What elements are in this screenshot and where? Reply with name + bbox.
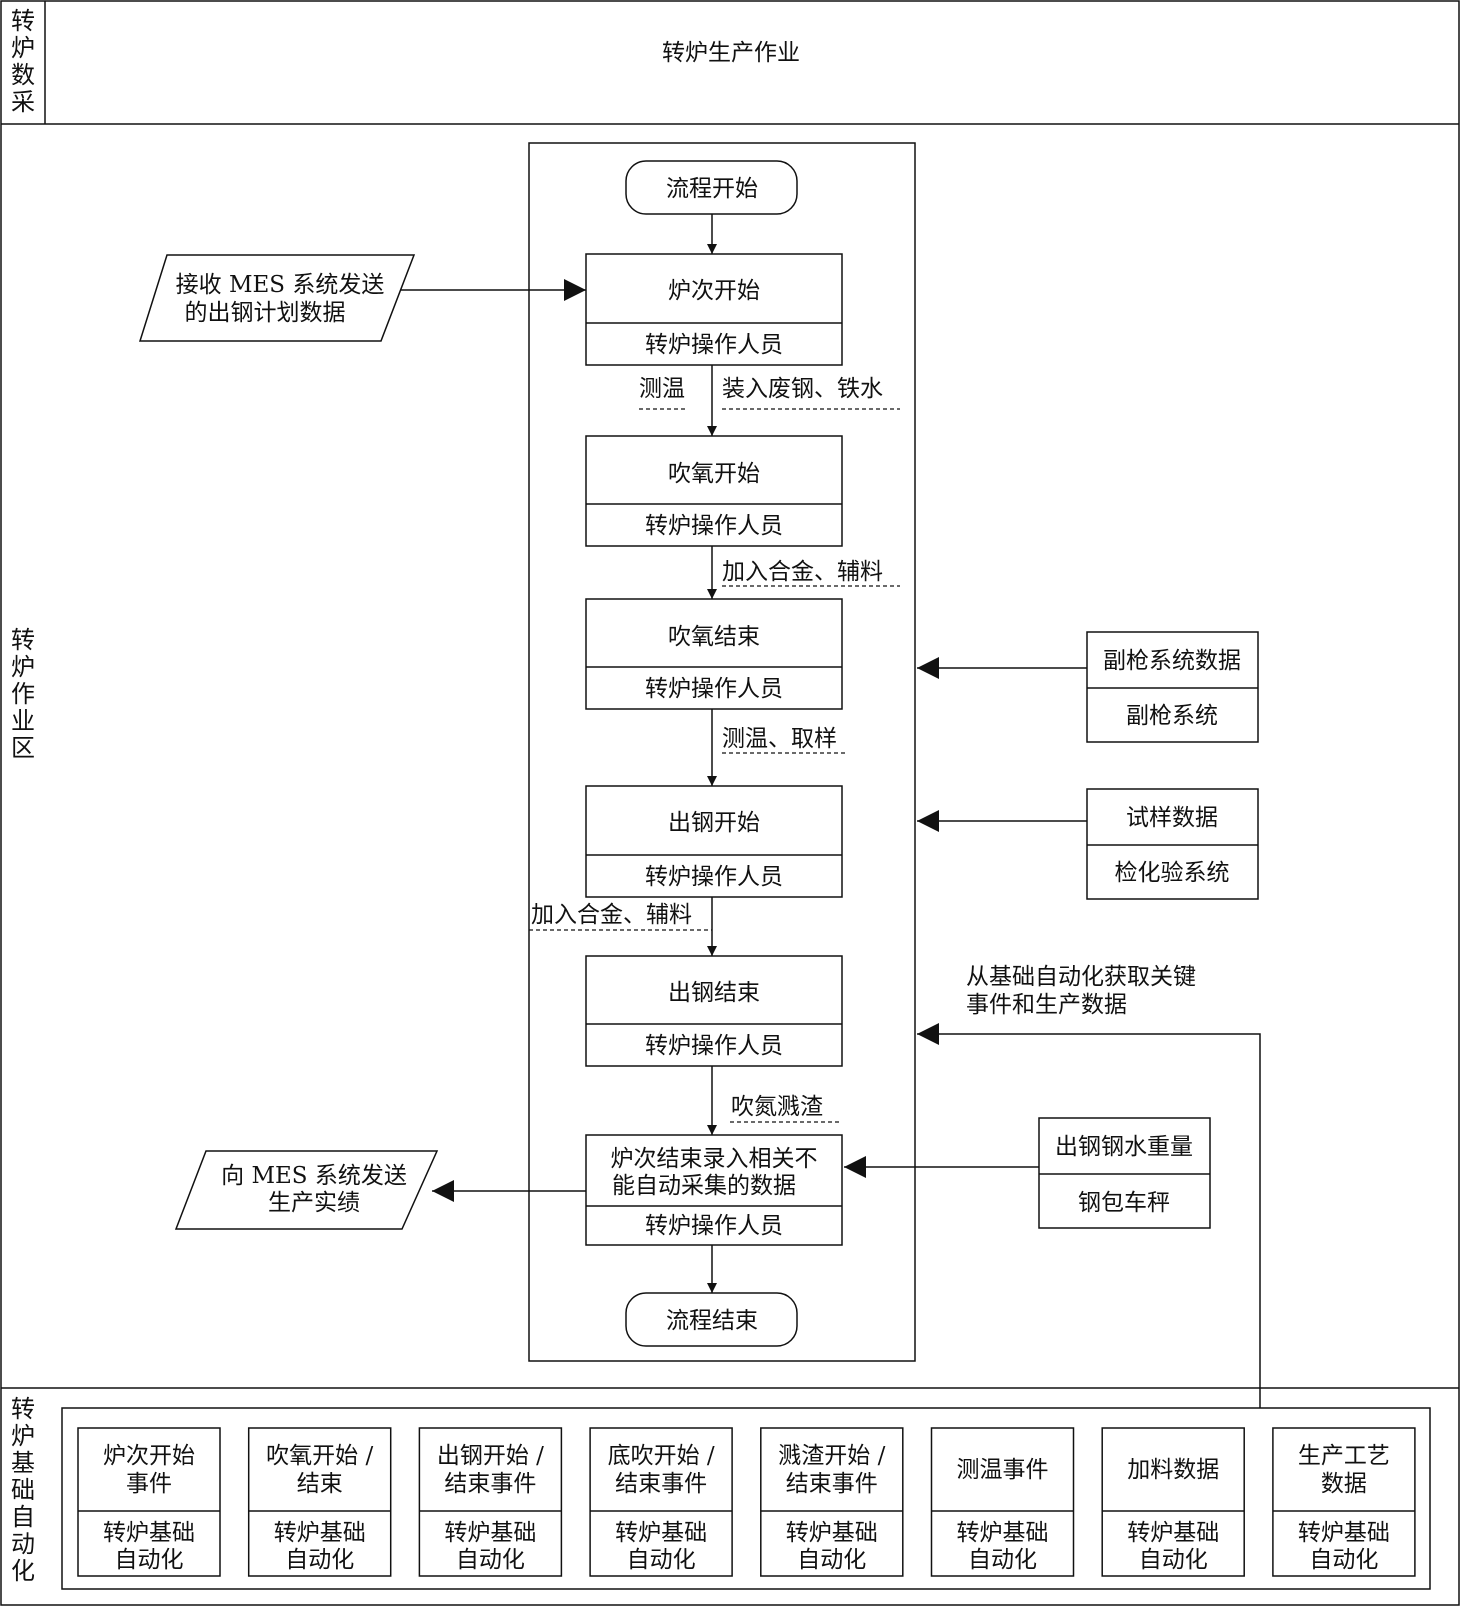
step-title: 出钢结束 — [668, 980, 760, 1006]
automation-note: 事件和生产数据 — [966, 992, 1127, 1018]
automation-item-title: 溅渣开始 / — [778, 1443, 885, 1469]
step-role: 转炉操作人员 — [645, 676, 783, 702]
step-role: 转炉操作人员 — [645, 864, 783, 890]
automation-item-title: 吹氧开始 / — [266, 1443, 373, 1469]
step-title: 炉次结束录入相关不 — [611, 1146, 818, 1172]
step-blow-start — [585, 435, 843, 547]
step-heat-end-entry — [585, 1134, 843, 1246]
lane-label-data: 转炉数采 — [11, 7, 35, 116]
step-title: 出钢开始 — [668, 810, 760, 836]
ext-sample-data: 试样数据 — [1126, 805, 1218, 831]
automation-item-title: 结束事件 — [444, 1471, 536, 1497]
step-title: 能自动采集的数据 — [612, 1173, 796, 1199]
automation-item-source: 自动化 — [115, 1547, 184, 1573]
annotation-charge: 装入废钢、铁水 — [722, 376, 883, 402]
annotation-alloy-1: 加入合金、辅料 — [722, 559, 883, 585]
automation-item-source: 自动化 — [627, 1547, 696, 1573]
step-title: 炉次开始 — [668, 278, 760, 304]
automation-item-source: 转炉基础 — [786, 1520, 878, 1546]
flow-start-label: 流程开始 — [666, 176, 758, 202]
ext-weight — [1038, 1117, 1211, 1229]
annotation-alloy-2: 加入合金、辅料 — [531, 902, 692, 928]
automation-item-title: 结束 — [297, 1471, 343, 1497]
ext-sublance-data: 副枪系统数据 — [1103, 648, 1241, 674]
automation-item-source: 转炉基础 — [1298, 1520, 1390, 1546]
automation-note: 从基础自动化获取关键 — [966, 964, 1196, 990]
step-role: 转炉操作人员 — [645, 1213, 783, 1239]
io-send-results — [174, 1150, 439, 1230]
step-title: 吹氧开始 — [668, 461, 760, 487]
step-role: 转炉操作人员 — [645, 513, 783, 539]
automation-item-title: 底吹开始 / — [608, 1443, 715, 1469]
step-tap-end — [585, 955, 843, 1067]
annotation-temp: 测温 — [639, 376, 685, 402]
ext-sample-system: 检化验系统 — [1115, 860, 1230, 886]
automation-item-title: 测温事件 — [957, 1457, 1049, 1483]
io-receive-plan — [138, 254, 416, 342]
automation-item-source: 转炉基础 — [1127, 1520, 1219, 1546]
automation-item-title: 炉次开始 — [103, 1443, 195, 1469]
ext-weight-data: 出钢钢水重量 — [1055, 1134, 1193, 1160]
automation-item-source: 转炉基础 — [615, 1520, 707, 1546]
automation-item-title: 结束事件 — [786, 1471, 878, 1497]
step-blow-end — [585, 598, 843, 710]
annotation-argon: 吹氮溅渣 — [731, 1094, 823, 1120]
annotation-temp-sample: 测温、取样 — [722, 726, 837, 752]
io-receive-text: 的出钢计划数据 — [185, 300, 346, 326]
automation-item-title: 出钢开始 / — [437, 1443, 544, 1469]
automation-container — [61, 1407, 1431, 1590]
flow-end-label: 流程结束 — [666, 1308, 758, 1334]
ext-sublance-system: 副枪系统 — [1126, 703, 1218, 729]
automation-item-source: 转炉基础 — [444, 1520, 536, 1546]
automation-item-source: 自动化 — [968, 1547, 1037, 1573]
automation-item-title: 生产工艺 — [1298, 1443, 1390, 1469]
step-heat-start — [585, 253, 843, 366]
lane-label-area: 转炉作业区 — [11, 626, 35, 762]
page-title: 转炉生产作业 — [662, 40, 800, 66]
automation-item-source: 自动化 — [797, 1547, 866, 1573]
automation-item-source: 转炉基础 — [274, 1520, 366, 1546]
automation-item-source: 自动化 — [456, 1547, 525, 1573]
step-role: 转炉操作人员 — [645, 332, 783, 358]
step-title: 吹氧结束 — [668, 624, 760, 650]
ext-weight-system: 钢包车秤 — [1078, 1190, 1170, 1216]
automation-item-title: 数据 — [1321, 1471, 1367, 1497]
process-container — [528, 142, 916, 1362]
lane-label-automation: 转炉基础自动化 — [11, 1395, 35, 1585]
ext-sublance — [1086, 631, 1259, 743]
automation-item-source: 自动化 — [1139, 1547, 1208, 1573]
automation-item-source: 转炉基础 — [103, 1520, 195, 1546]
automation-item-source: 自动化 — [285, 1547, 354, 1573]
io-send-text: 生产实绩 — [268, 1190, 360, 1216]
step-tap-start — [585, 785, 843, 898]
automation-item-source: 转炉基础 — [957, 1520, 1049, 1546]
ext-sample — [1086, 788, 1259, 900]
automation-item-title: 结束事件 — [615, 1471, 707, 1497]
automation-item-title: 事件 — [126, 1471, 172, 1497]
io-receive-text: 接收 MES 系统发送 — [176, 272, 385, 298]
io-send-text: 向 MES 系统发送 — [221, 1163, 407, 1189]
step-role: 转炉操作人员 — [645, 1033, 783, 1059]
automation-item-title: 加料数据 — [1127, 1457, 1219, 1483]
automation-item-source: 自动化 — [1309, 1547, 1378, 1573]
